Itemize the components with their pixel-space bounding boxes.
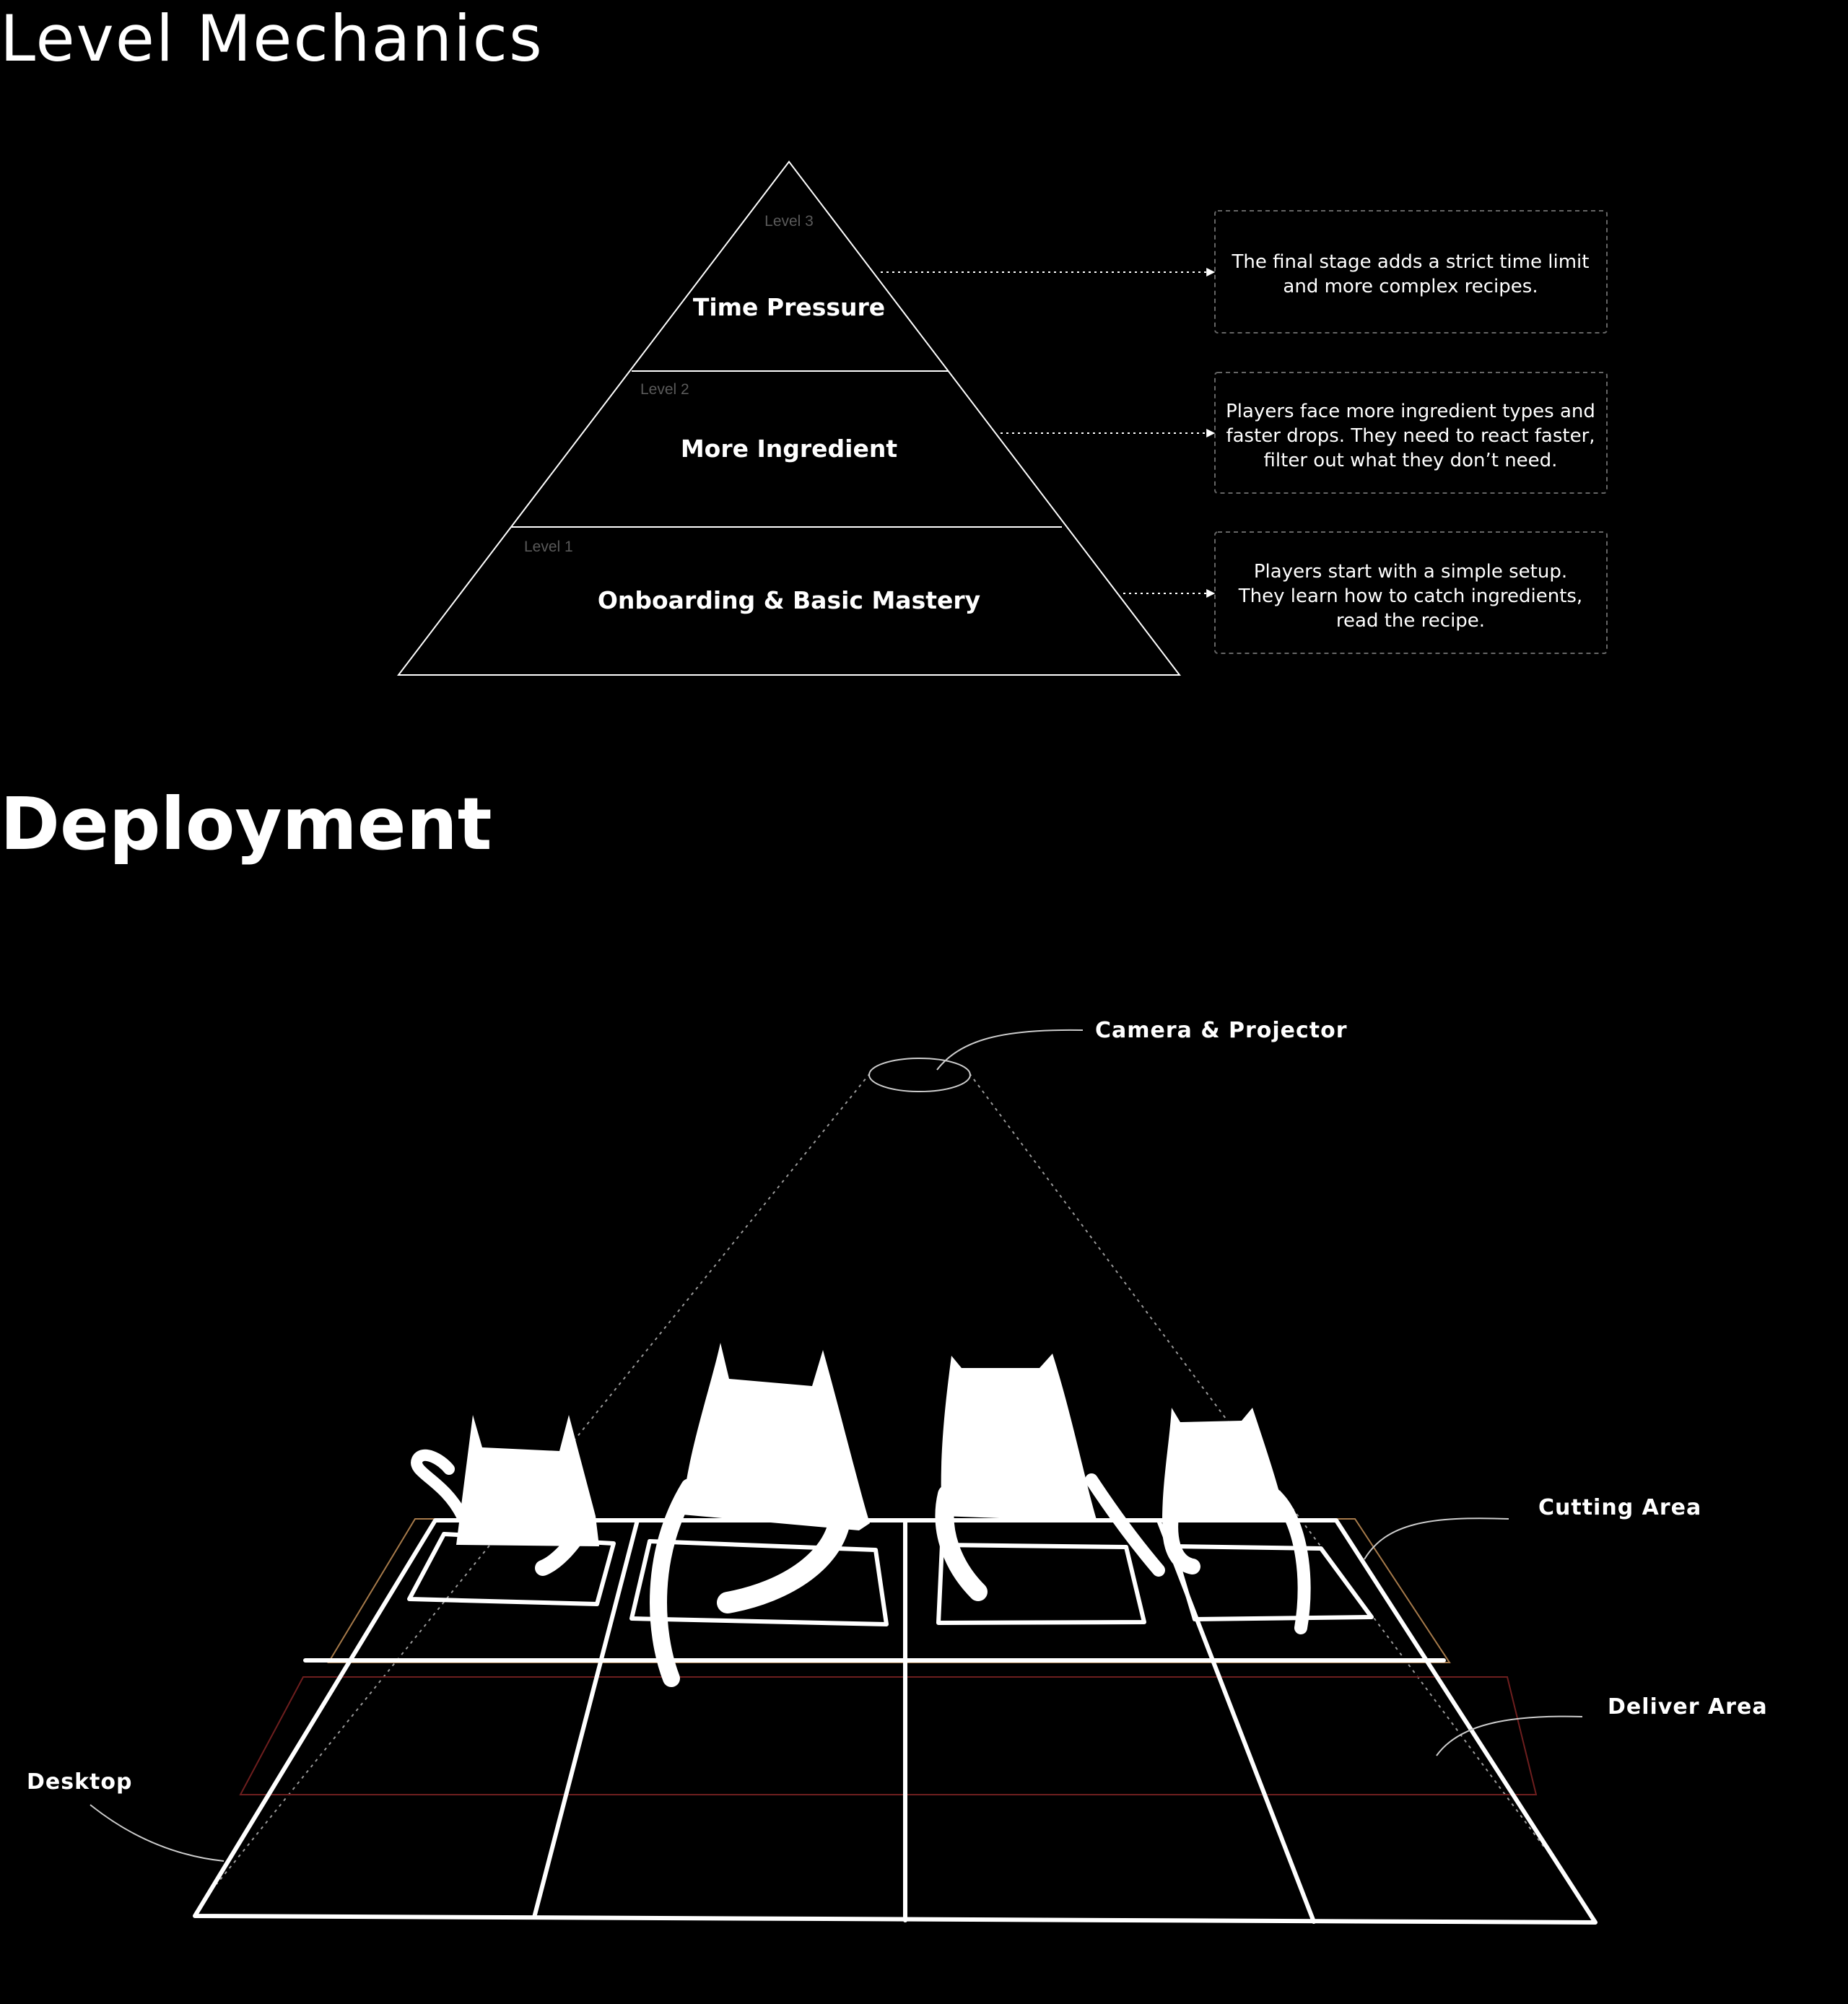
cutting-leader	[1364, 1517, 1509, 1560]
desc-box-level-3	[1214, 210, 1608, 334]
cat-4-paw	[1268, 1488, 1311, 1634]
camera-projector-icon	[868, 1058, 971, 1092]
level-2-tag: Level 2	[640, 381, 689, 398]
cat-3-leg	[935, 1485, 988, 1601]
cat-2-body	[682, 1343, 870, 1530]
deliver-leader	[1436, 1715, 1583, 1756]
cat-3	[935, 1354, 1165, 1601]
cutting-board-3	[936, 1543, 1146, 1625]
cutting-board-2	[629, 1539, 889, 1626]
cutting-board-4	[1171, 1544, 1374, 1621]
cutting-boards	[407, 1532, 1374, 1626]
desc-level-2-line-2: faster drops. They need to react faster,	[1226, 425, 1595, 447]
cat-3-body	[941, 1354, 1097, 1522]
desktop-outline	[193, 1518, 1598, 1925]
cat-1	[411, 1415, 599, 1576]
cat-1-tail	[411, 1450, 468, 1522]
level-3-name: Time Pressure	[693, 293, 885, 321]
desktop-divider-1	[532, 1518, 640, 1920]
cat-2-leg	[650, 1478, 698, 1687]
desc-level-1-line-2: They learn how to catch ingredients,	[1238, 585, 1582, 607]
desc-level-2-line-1: Players face more ingredient types and	[1226, 401, 1595, 422]
cat-2	[650, 1343, 870, 1687]
desc-level-1-line-3: read the recipe.	[1336, 610, 1485, 632]
level-1-tag: Level 1	[524, 539, 573, 555]
cat-4	[1162, 1408, 1311, 1634]
deployment-title: Deployment	[0, 782, 492, 866]
cat-1-body	[456, 1415, 599, 1546]
camera-projector-label: Camera & Projector	[1095, 1018, 1348, 1043]
callout-leaders	[90, 1029, 1583, 1862]
desc-level-1-line-1: Players start with a simple setup.	[1254, 561, 1567, 583]
level-2-name: More Ingredient	[681, 435, 898, 463]
level-mechanics-title: Level Mechanics	[0, 1, 544, 76]
cat-3-paw	[1085, 1473, 1165, 1577]
desktop-label: Desktop	[27, 1769, 132, 1795]
cat-4-body	[1162, 1408, 1286, 1522]
cat-1-paw	[535, 1515, 593, 1576]
desc-box-level-1	[1214, 531, 1608, 654]
desc-level-3-line-1: The final stage adds a strict time limit	[1232, 251, 1590, 273]
pyramid: Level 3 Time Pressure Level 2 More Ingre…	[396, 160, 1182, 676]
deliver-area-label: Deliver Area	[1608, 1694, 1768, 1720]
desktop-grid	[193, 1518, 1598, 1925]
deliver-area	[239, 1676, 1538, 1795]
pyramid-outline	[396, 160, 1182, 676]
level-3-tag: Level 3	[764, 213, 814, 230]
level-descriptions: The final stage adds a strict time limit…	[1214, 210, 1608, 654]
desktop-leader	[90, 1804, 225, 1862]
cone-edge-right	[969, 1073, 1546, 1849]
cutting-area-label: Cutting Area	[1538, 1495, 1701, 1520]
pyramid-connectors	[881, 268, 1216, 598]
desc-box-level-2	[1214, 372, 1608, 494]
level-1-name: Onboarding & Basic Mastery	[598, 586, 980, 614]
cat-4-leg	[1162, 1494, 1200, 1574]
cat-2-paw	[717, 1502, 852, 1613]
camera-leader	[936, 1029, 1084, 1071]
desc-level-2-line-3: filter out what they don’t need.	[1264, 450, 1558, 471]
projection-cone	[216, 1073, 1546, 1885]
desc-level-3-line-2: and more complex recipes.	[1283, 276, 1538, 297]
